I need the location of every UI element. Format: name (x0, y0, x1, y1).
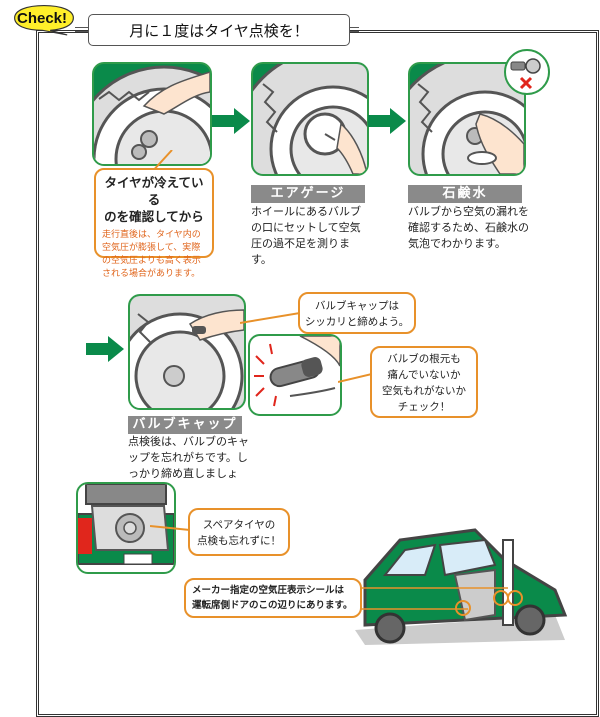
arrow-right-icon (368, 108, 406, 134)
illustration-soapy-water (408, 62, 526, 176)
illustration-air-gauge (251, 62, 369, 176)
illustration-valve-closeup (248, 334, 342, 416)
callout-spare-tire: スペアタイヤの 点検も忘れずに！ (188, 508, 290, 556)
check-badge (14, 4, 74, 36)
illustration-valve-cap (128, 294, 246, 410)
callout-valve-base: バルブの根元も 痛んでいないか 空気もれがないか チェック！ (370, 346, 478, 418)
arrow-right-icon (86, 336, 124, 362)
illustration-hand-on-tire (92, 62, 212, 166)
title-box: 月に１度はタイヤ点検を！ (88, 14, 350, 46)
callout-pointer (358, 587, 508, 610)
note-sub-text: 走行直後は、タイヤ内の空気圧が膨張して、実際の空気圧よりも高く表示される場合があ… (102, 230, 201, 279)
check-badge-label: Check! (16, 10, 68, 27)
note-main-text: タイヤが冷えている のを確認してから (104, 175, 204, 224)
arrow-right-icon (212, 108, 250, 134)
callout-pressure-sticker: メーカー指定の空気圧表示シールは 運転席側ドアのこの辺りにあります。 (184, 578, 362, 618)
illustration-car-open-door (355, 528, 568, 645)
caption-soapy-water: 石鹸水 (408, 185, 522, 203)
description-air-gauge: ホイールにあるバルブの口にセットして空気圧の過不足を測ります。 (251, 205, 361, 266)
connector-line (349, 27, 359, 32)
valve-no-cap-inset (504, 49, 550, 95)
cross-icon (519, 76, 533, 90)
callout-valve-cap: バルブキャップは シッカリと締めよう。 (298, 292, 416, 334)
callout-pointer (240, 312, 300, 324)
connector-line (75, 27, 89, 32)
callout-pointer (150, 525, 190, 531)
page-title: 月に１度はタイヤ点検を！ (129, 22, 309, 40)
caption-valve-cap: バルブキャップ (128, 416, 242, 434)
note-cool-tire: タイヤが冷えている のを確認してから 走行直後は、タイヤ内の空気圧が膨張して、実… (94, 168, 214, 279)
callout-pointer (338, 373, 372, 383)
caption-air-gauge: エアゲージ (251, 185, 365, 203)
description-soapy-water: バルブから空気の漏れを確認するため、石鹸水の気泡でわかります。 (408, 205, 529, 250)
description-valve-cap: 点検後は、バルブのキャップを忘れがちです。しっかり締め直しましょう。 (128, 435, 249, 496)
